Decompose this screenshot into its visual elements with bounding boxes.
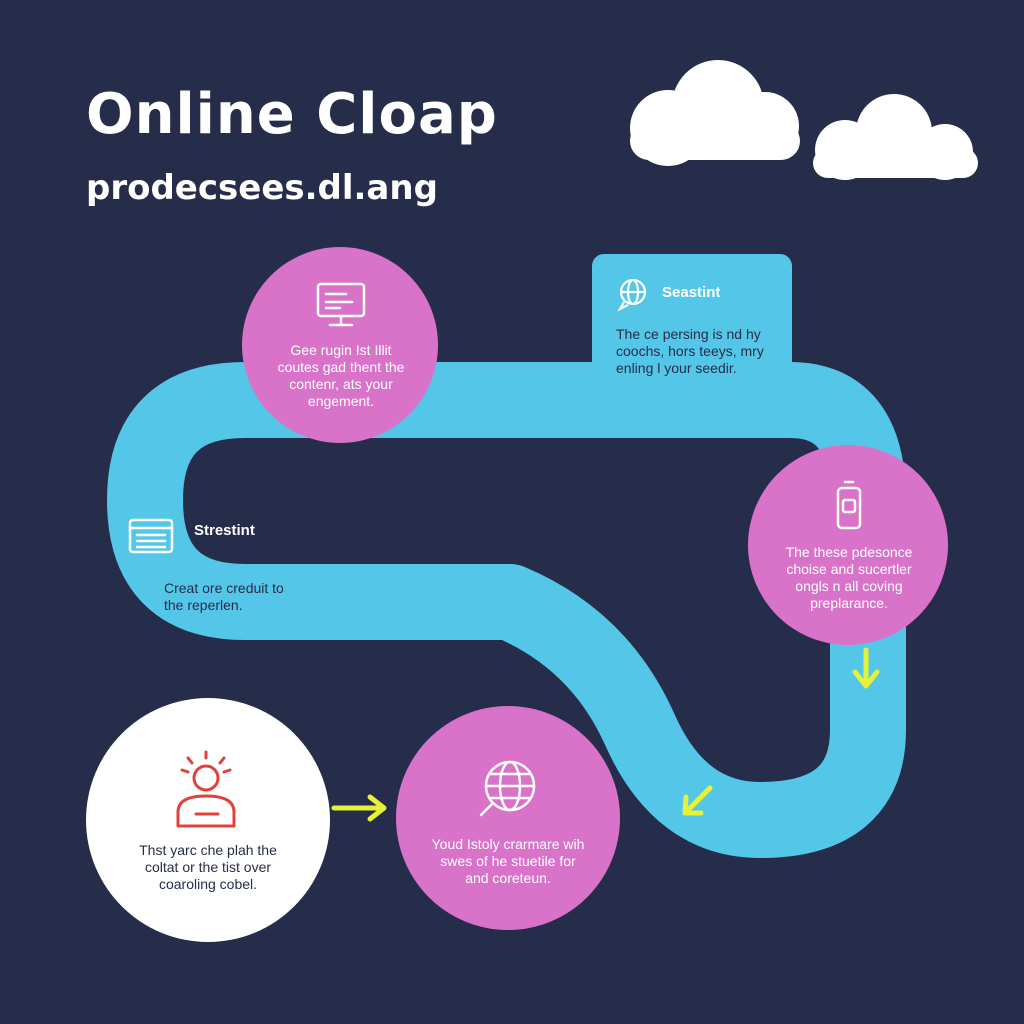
- step-circle-globe: [396, 706, 620, 930]
- step-globe-text: Youd Istoly crarmare wih swes of he stue…: [431, 836, 585, 886]
- globe-chat-icon: [617, 278, 647, 312]
- globe-search-icon: [479, 760, 536, 817]
- cloud-icon: [630, 60, 800, 166]
- step-circle-device: [748, 445, 948, 645]
- step-device-text: The these pdesonce choise and sucertler …: [785, 544, 913, 611]
- arrow-diagonal-icon: [682, 785, 713, 816]
- step-circle-screen: [242, 247, 438, 443]
- cloud-icon: [813, 94, 978, 180]
- step-box-text: The ce persing is nd hy coochs, hors tee…: [616, 326, 764, 376]
- arrow-right-icon: [331, 794, 387, 822]
- step-path-text: Creat ore creduit to the reperlen.: [164, 580, 284, 613]
- person-idea-icon: [176, 750, 236, 828]
- monitor-icon: [316, 282, 366, 327]
- page-title: Online Cloap: [86, 82, 498, 147]
- step-path-heading: Strestint: [194, 522, 255, 539]
- info-box: [592, 254, 792, 422]
- page-subtitle: prodecsees.dl.ang: [86, 168, 438, 208]
- document-icon: [128, 518, 174, 554]
- phone-icon: [836, 480, 862, 530]
- step-circle-person: [86, 698, 330, 942]
- step-screen-text: Gee rugin Ist Illit coutes gad thent the…: [277, 342, 405, 409]
- arrow-down-icon: [852, 647, 880, 689]
- step-box-heading: Seastint: [662, 284, 721, 301]
- step-person-text: Thst yarc che plah the coltat or the tis…: [139, 842, 277, 892]
